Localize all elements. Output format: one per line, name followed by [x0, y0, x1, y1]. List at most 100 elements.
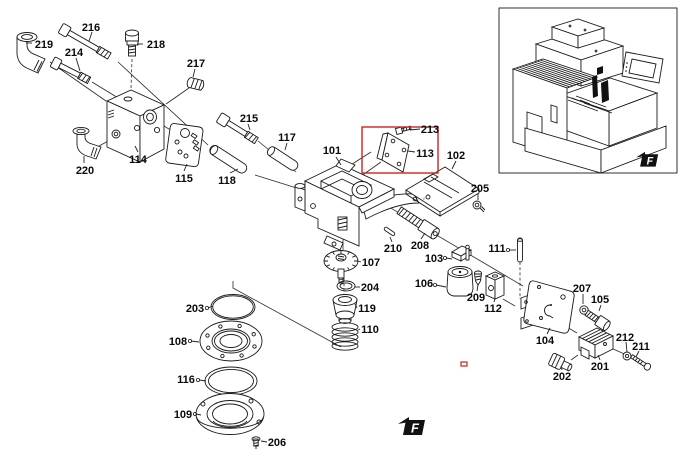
part-label-220: 220: [76, 165, 94, 177]
part-leader-213: [409, 128, 421, 131]
part-leader-215: [247, 123, 251, 131]
part-leader-119: [354, 303, 358, 309]
part-217-drawing: [186, 77, 205, 91]
part-leader-114: [134, 145, 139, 153]
part-label-106: 106: [415, 278, 433, 290]
part-label-219: 219: [35, 39, 53, 51]
part-label-208: 208: [411, 240, 429, 252]
part-220-drawing: [72, 126, 102, 160]
part-label-116: 116: [177, 374, 195, 386]
part-leader-212: [625, 341, 628, 353]
part-label-211: 211: [632, 341, 650, 353]
part-label-215: 215: [240, 113, 258, 125]
part-leader-110: [357, 328, 361, 331]
part-leader-202: [560, 365, 563, 371]
part-leader-dot-203: [204, 305, 209, 310]
part-label-206: 206: [268, 437, 286, 449]
part-leader-103: [445, 257, 453, 260]
highlight-box: [361, 126, 439, 174]
part-115-drawing: [165, 123, 204, 168]
part-leader-108: [190, 340, 200, 343]
part-110-drawing: [331, 322, 359, 351]
part-leader-206: [260, 440, 268, 443]
assembly-location-marks: [579, 66, 613, 114]
part-118-drawing: [209, 145, 248, 174]
part-203-drawing: [210, 294, 256, 320]
part-107-drawing: [323, 250, 359, 284]
front-letter: F: [411, 421, 420, 436]
part-leader-dot-106: [432, 282, 437, 287]
part-202-drawing: [548, 352, 573, 372]
part-label-110: 110: [361, 324, 379, 336]
part-111-drawing: [517, 237, 523, 263]
part-leader-217: [192, 68, 196, 78]
part-leader-117: [284, 142, 288, 151]
part-216-drawing: [58, 23, 112, 60]
part-102-drawing: f: [405, 166, 480, 217]
part-213-drawing: [394, 125, 412, 136]
part-leader-102: [451, 160, 457, 170]
front-direction-icon: F: [398, 417, 425, 436]
part-leader-115: [183, 163, 188, 172]
part-leader-112: [493, 297, 496, 303]
inset-front-direction-icon: F: [636, 151, 659, 168]
part-leader-dot-109: [192, 411, 197, 416]
part-label-118: 118: [218, 175, 236, 187]
part-116-drawing: [204, 366, 258, 396]
part-label-213: 213: [421, 124, 439, 136]
part-label-101: 101: [323, 145, 341, 157]
part-leader-216: [88, 31, 93, 42]
part-leader-101: [335, 156, 342, 166]
part-leader-209: [476, 284, 479, 292]
part-leader-105: [598, 304, 602, 312]
plate-102-mark: f: [423, 196, 425, 201]
part-leader-211: [635, 350, 640, 358]
part-108-drawing: [199, 320, 263, 362]
part-leader-106: [435, 284, 447, 288]
part-label-114: 114: [129, 154, 148, 166]
part-label-217: 217: [187, 58, 205, 70]
part-103-drawing: [451, 244, 472, 262]
part-201-drawing: [577, 327, 615, 360]
part-204-drawing: [336, 280, 356, 292]
part-113-drawing: [376, 132, 410, 173]
part-214-drawing: [50, 56, 92, 85]
red-marker: [460, 361, 468, 367]
part-leader-118: [229, 168, 239, 174]
part-205-drawing: [472, 200, 486, 213]
part-206-drawing: [251, 436, 261, 449]
part-101-drawing: [294, 158, 420, 251]
part-106-drawing: [446, 266, 474, 297]
part-label-202: 202: [553, 371, 571, 383]
part-117-drawing: [266, 146, 299, 171]
part-label-102: 102: [447, 150, 465, 162]
part-104-drawing: [520, 280, 575, 334]
part-label-104: 104: [536, 335, 555, 347]
part-label-203: 203: [186, 303, 204, 315]
part-leader-208: [420, 232, 426, 240]
part-leader-116: [198, 379, 207, 382]
part-leader-dot-111: [505, 247, 510, 252]
part-119-drawing: [332, 294, 358, 324]
part-109-drawing: [195, 393, 265, 435]
part-208-drawing: [396, 206, 440, 240]
inset-front-letter: F: [647, 156, 654, 168]
part-label-107: 107: [362, 257, 380, 269]
part-leader-201: [597, 354, 601, 361]
part-label-119: 119: [358, 303, 376, 315]
part-212-drawing: [622, 351, 632, 361]
part-leader-dot-103: [442, 255, 447, 260]
part-label-112: 112: [484, 303, 502, 315]
part-label-210: 210: [384, 243, 402, 255]
part-leader-107: [357, 260, 362, 263]
part-leader-113: [407, 150, 416, 153]
part-label-204: 204: [361, 282, 380, 294]
part-211-drawing: [629, 354, 652, 371]
part-label-105: 105: [591, 294, 609, 306]
part-114-drawing: [105, 89, 166, 163]
part-label-108: 108: [169, 336, 187, 348]
part-leader-dot-116: [195, 377, 200, 382]
part-leader-dot-108: [187, 338, 192, 343]
